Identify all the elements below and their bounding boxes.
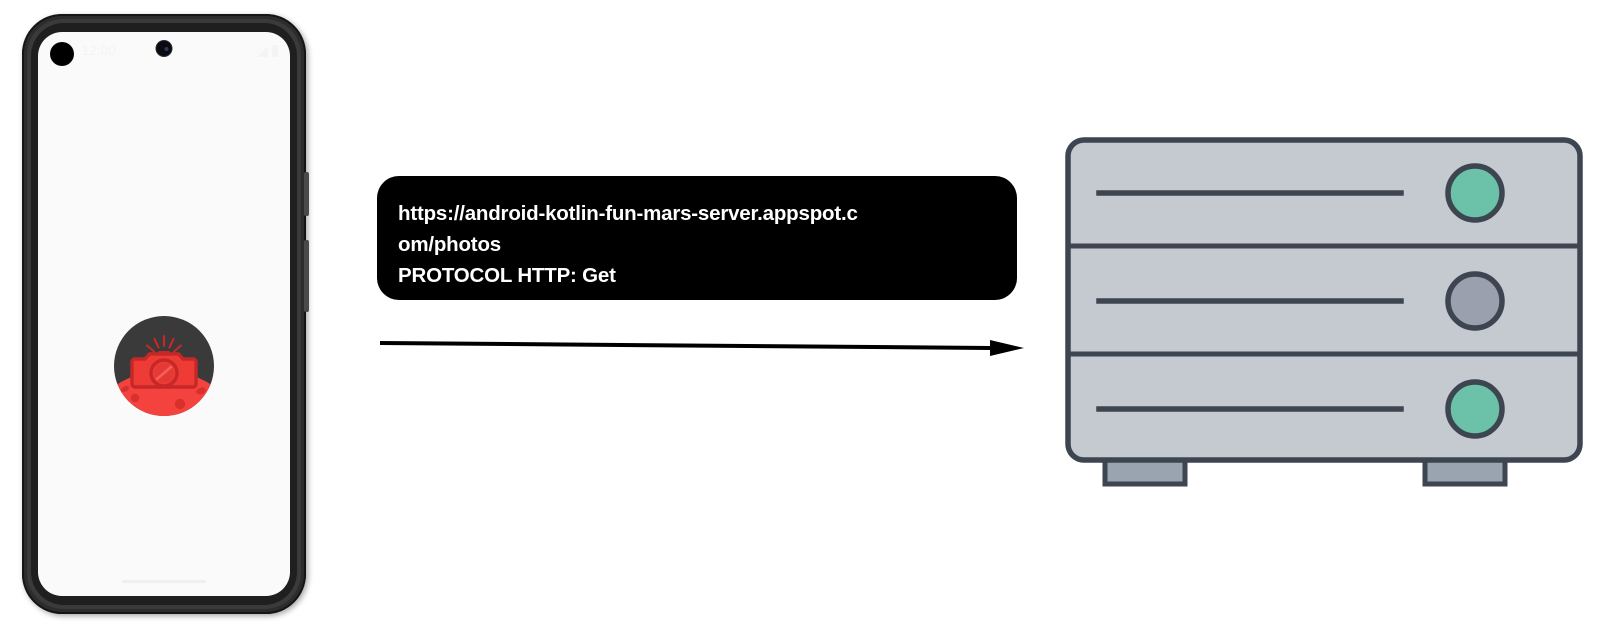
profile-avatar-dot-icon[interactable] <box>50 42 74 66</box>
request-url-bubble: https://android-kotlin-fun-mars-server.a… <box>377 176 1017 300</box>
front-camera-punch-hole-icon <box>156 41 172 56</box>
battery-icon <box>272 45 278 57</box>
home-indicator-bar <box>122 580 206 583</box>
status-bar: 12:00 <box>38 32 290 68</box>
phone-device: 12:00 <box>22 14 309 614</box>
status-bar-time: 12:00 <box>82 43 117 58</box>
status-bar-indicators <box>257 43 278 57</box>
request-url-line-1: https://android-kotlin-fun-mars-server.a… <box>398 202 858 225</box>
power-button[interactable] <box>304 172 309 216</box>
request-arrow-right-icon <box>378 320 1026 364</box>
signal-strength-icon <box>257 46 268 57</box>
server-rack-illustration-icon <box>1063 132 1585 498</box>
phone-screen[interactable]: 12:00 <box>38 32 290 596</box>
request-url-line-2: om/photos <box>398 233 501 256</box>
volume-button[interactable] <box>304 240 309 312</box>
mars-photos-app-logo-icon <box>113 315 215 417</box>
request-protocol-line: PROTOCOL HTTP: Get <box>398 264 616 287</box>
